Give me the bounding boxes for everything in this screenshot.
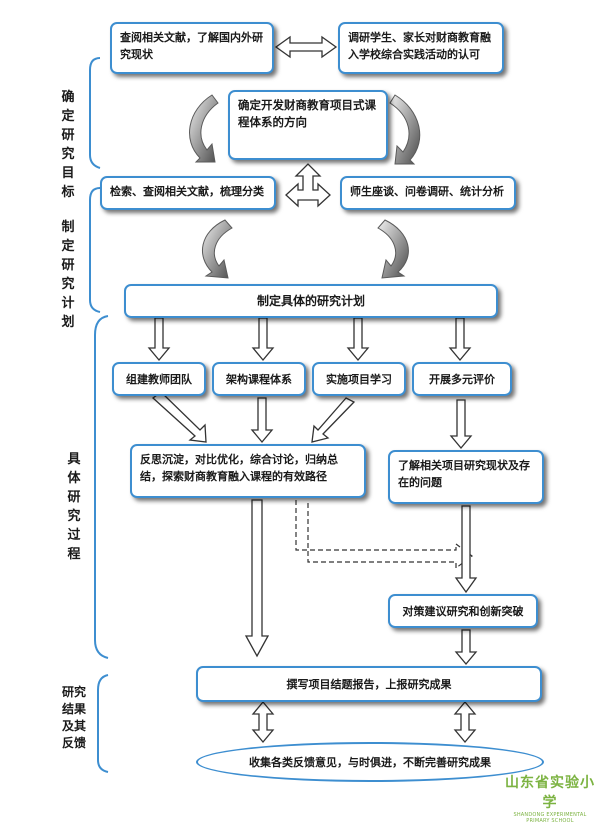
brace-stage-3 xyxy=(94,315,109,659)
box-reflect-summarize: 反思沉淀，对比优化，综合讨论，归纳总结，探索财商教育融入课程的有效路径 xyxy=(130,444,366,498)
dashed-arrow-reflect xyxy=(295,500,473,570)
curved-arrow-right-mid xyxy=(377,219,409,279)
arrow-countermeasure-to-report xyxy=(454,629,478,666)
flow-arrows xyxy=(89,35,478,773)
arrow-reflect-to-report xyxy=(244,499,270,658)
box-literature-review: 查阅相关文献，了解国内外研究现状 xyxy=(110,22,274,74)
arrows-into-reflect xyxy=(151,391,356,444)
box-teacher-team: 组建教师团队 xyxy=(112,362,206,396)
stage-label-plan: 制定研究计划 xyxy=(61,220,75,330)
arrow-understand-to-countermeasure xyxy=(454,505,478,594)
box-curriculum: 架构课程体系 xyxy=(212,362,306,396)
box-report: 撰写项目结题报告，上报研究成果 xyxy=(196,666,542,702)
brace-stage-2 xyxy=(89,187,101,313)
arrow-eval-to-understand xyxy=(449,399,473,450)
oval-feedback: 收集各类反馈意见，与时俱进，不断完善研究成果 xyxy=(196,742,544,782)
box-understand-status: 了解相关项目研究现状及存在的问题 xyxy=(388,450,544,504)
box-evaluation: 开展多元评价 xyxy=(412,362,512,396)
curved-arrow-right-top xyxy=(389,94,421,165)
brace-stage-4 xyxy=(97,674,109,773)
school-logo-english: SHANDONG EXPERIMENTAL PRIMARY SCHOOL xyxy=(513,812,587,824)
box-search-classify: 检索、查阅相关文献，梳理分类 xyxy=(100,176,276,210)
down-arrows-from-plan xyxy=(147,317,472,362)
box-direction: 确定开发财商教育项目式课程体系的方向 xyxy=(228,90,388,160)
double-arrow-top xyxy=(274,35,338,59)
curved-arrow-left-top xyxy=(189,94,219,163)
brace-stage-1 xyxy=(89,57,101,169)
stage-label-goal: 确定研究目标 xyxy=(61,90,75,200)
box-interview-survey: 师生座谈、问卷调研、统计分析 xyxy=(340,176,516,210)
four-way-arrow xyxy=(285,163,331,208)
box-project-learning: 实施项目学习 xyxy=(312,362,406,396)
school-logo: 山东省实验小学 SHANDONG EXPERIMENTAL PRIMARY SC… xyxy=(502,772,598,824)
box-research-plan: 制定具体的研究计划 xyxy=(124,284,498,318)
school-logo-name: 山东省实验小学 xyxy=(505,775,595,811)
stage-label-result: 研究结果及其反馈 xyxy=(62,685,87,750)
box-survey: 调研学生、家长对财商教育融入学校综合实践活动的认可 xyxy=(338,22,504,74)
curved-arrow-left-mid xyxy=(202,219,233,279)
box-countermeasure: 对策建议研究和创新突破 xyxy=(388,594,538,628)
stage-label-process: 具体研究过程 xyxy=(67,452,81,562)
double-arrows-report-feedback xyxy=(251,700,477,744)
